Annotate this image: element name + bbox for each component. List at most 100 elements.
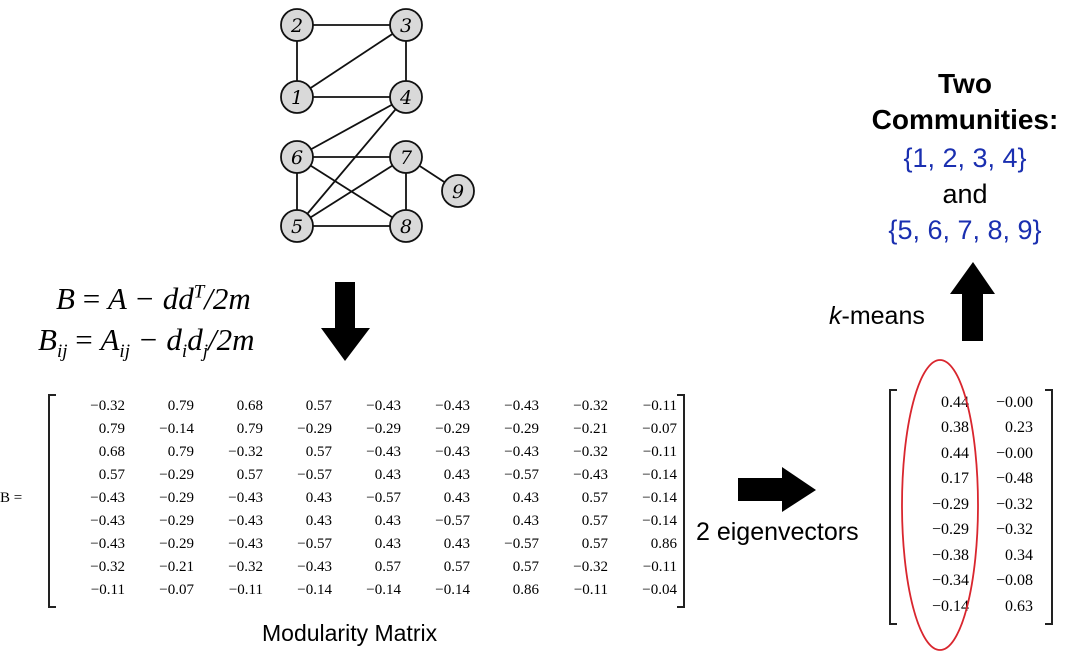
matrix-cell: −0.57 — [435, 513, 470, 529]
matrix-left-bracket — [48, 394, 56, 608]
edge-1-3 — [296, 24, 407, 98]
eigen-right-bracket — [1045, 389, 1053, 625]
matrix-cell: −0.43 — [297, 559, 332, 575]
matrix-cell: −0.29 — [435, 421, 470, 437]
node-3: 3 — [389, 8, 423, 42]
matrix-cell: −0.43 — [90, 490, 125, 506]
matrix-cell: −0.32 — [90, 398, 125, 414]
matrix-cell: 0.43 — [512, 513, 539, 529]
matrix-cell: −0.43 — [504, 444, 539, 460]
matrix-cell: −0.29 — [297, 421, 332, 437]
matrix-cell: −0.11 — [90, 582, 125, 598]
svg-text:2: 2 — [290, 15, 303, 37]
matrix-right-bracket — [677, 394, 685, 608]
and-label: and — [942, 179, 988, 209]
matrix-cell: 0.43 — [443, 490, 470, 506]
svg-text:9: 9 — [452, 181, 464, 203]
up-arrow-icon — [950, 262, 995, 341]
matrix-cell: −0.14 — [642, 490, 677, 506]
matrix-cell: 0.57 — [581, 513, 608, 529]
eigen-row: −0.34−0.08 — [905, 569, 1033, 595]
matrix-cell: −0.57 — [366, 490, 401, 506]
matrix-b-prefix: B = — [0, 490, 23, 506]
eigen-cell: −0.48 — [995, 470, 1033, 488]
matrix-cell: −0.43 — [90, 536, 125, 552]
formula-b: B = A − ddT/2m — [56, 281, 251, 316]
eigen-cell: 0.44 — [941, 393, 969, 411]
modularity-caption: Modularity Matrix — [262, 620, 438, 646]
matrix-cell: −0.14 — [297, 582, 332, 598]
eigen-cell: 0.23 — [1005, 419, 1033, 437]
matrix-cell: −0.07 — [159, 582, 194, 598]
matrix-cell: −0.43 — [573, 467, 608, 483]
matrix-cell: −0.43 — [504, 398, 539, 414]
matrix-cell: −0.14 — [159, 421, 194, 437]
matrix-cell: 0.43 — [512, 490, 539, 506]
eigen-cell: −0.29 — [931, 521, 969, 539]
svg-text:6: 6 — [291, 147, 303, 169]
community-2: {5, 6, 7, 8, 9} — [888, 215, 1042, 245]
matrix-cell: −0.11 — [573, 582, 608, 598]
node-2: 2 — [280, 8, 314, 42]
matrix-cell: 0.57 — [581, 490, 608, 506]
matrix-cell: −0.29 — [159, 490, 194, 506]
matrix-cell: −0.07 — [642, 421, 677, 437]
matrix-cell: 0.68 — [236, 398, 263, 414]
eigen-cell: −0.14 — [931, 597, 969, 615]
eigen-row: 0.38 0.23 — [905, 416, 1033, 442]
svg-text:1: 1 — [291, 87, 303, 109]
eigen-cell: 0.38 — [941, 419, 969, 437]
graph-edges — [296, 24, 459, 227]
svg-text:4: 4 — [399, 87, 412, 109]
matrix-cell: 0.86 — [650, 536, 677, 552]
matrix-cell: −0.29 — [159, 513, 194, 529]
matrix-cell: 0.43 — [443, 536, 470, 552]
matrix-cell: −0.32 — [228, 444, 263, 460]
matrix-cell: −0.11 — [228, 582, 263, 598]
matrix-cell: −0.57 — [504, 536, 539, 552]
matrix-cell: −0.21 — [573, 421, 608, 437]
eigen-row: 0.44 −0.00 — [905, 390, 1033, 416]
matrix-cell: −0.43 — [228, 490, 263, 506]
matrix-cell: 0.79 — [98, 421, 125, 437]
matrix-cell: 0.79 — [167, 444, 194, 460]
matrix-row: −0.43 −0.29 −0.43 0.43 −0.57 0.43 0.43 0.57 −0.1… — [56, 487, 677, 510]
matrix-cell: −0.43 — [366, 398, 401, 414]
matrix-cell: −0.11 — [642, 398, 677, 414]
matrix-cell: −0.57 — [297, 467, 332, 483]
result-groups: {1, 2, 3, 4} and {5, 6, 7, 8, 9} — [860, 140, 1070, 248]
formula-bij: Bij = Aij − didj/2m — [38, 322, 255, 363]
matrix-cell: −0.32 — [573, 559, 608, 575]
eigen-cell: −0.00 — [995, 393, 1033, 411]
eigen-row: −0.14 0.63 — [905, 594, 1033, 620]
svg-text:3: 3 — [400, 15, 412, 37]
matrix-cell: 0.57 — [98, 467, 125, 483]
matrix-cell: −0.32 — [228, 559, 263, 575]
eigen-cell: 0.17 — [941, 470, 969, 488]
matrix-cell: 0.57 — [236, 467, 263, 483]
kmeans-label: k-means — [829, 302, 925, 330]
matrix-cell: 0.79 — [167, 398, 194, 414]
matrix-cell: −0.11 — [642, 444, 677, 460]
matrix-cell: 0.43 — [374, 536, 401, 552]
eigen-cell: 0.63 — [1005, 597, 1033, 615]
edge-7-5 — [296, 156, 407, 227]
matrix-cell: 0.86 — [512, 582, 539, 598]
matrix-cell: −0.29 — [366, 421, 401, 437]
matrix-cell: −0.14 — [366, 582, 401, 598]
matrix-cell: 0.57 — [443, 559, 470, 575]
matrix-cell: 0.43 — [305, 490, 332, 506]
eigenvectors-label: 2 eigenvectors — [696, 518, 859, 546]
node-7: 7 — [389, 140, 423, 174]
node-6: 6 — [280, 140, 314, 174]
matrix-cell: −0.43 — [366, 444, 401, 460]
node-8: 8 — [389, 209, 423, 243]
matrix-cell: 0.68 — [98, 444, 125, 460]
matrix-cell: −0.29 — [159, 536, 194, 552]
